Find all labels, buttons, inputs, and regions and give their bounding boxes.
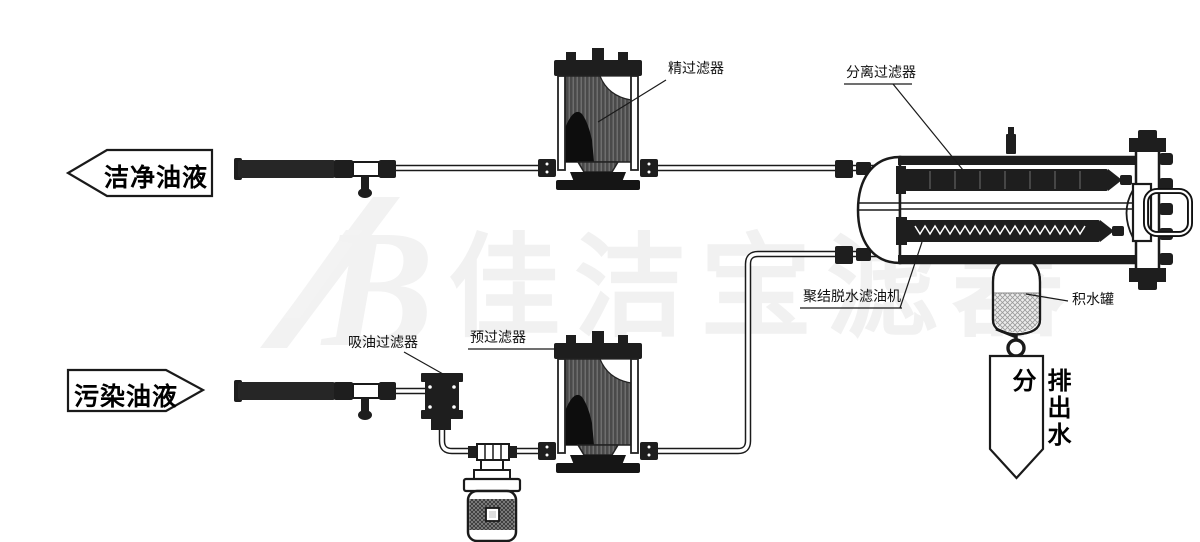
dirty-oil-flag-label: 污染油液 — [74, 384, 179, 411]
suction-filter — [421, 373, 463, 430]
clean-line-valve — [334, 160, 396, 198]
pump — [462, 443, 522, 542]
clean-oil-flag-label: 洁净油液 — [103, 165, 208, 192]
coalescer-label: 聚结脱水滤油机 — [803, 290, 901, 305]
pre-filter — [537, 330, 659, 474]
fine-filter-leader — [597, 79, 667, 123]
suction-filter-leader — [403, 351, 444, 375]
coalescer-vessel — [856, 127, 1193, 290]
drain-water-flag-shape — [988, 354, 1045, 480]
clean-oil-flag-shape — [65, 148, 214, 198]
clean-oil-hose — [238, 160, 336, 178]
coalescing-filter-element — [896, 217, 1124, 245]
fine-filter-label: 精过滤器 — [668, 62, 724, 77]
coalescer-leader — [899, 241, 923, 309]
water-tank-leader — [1025, 293, 1069, 302]
leader-lines — [403, 79, 1069, 375]
drain-water-flag-label: 排出水分 — [1008, 368, 1069, 449]
separation-filter-leader — [892, 83, 964, 171]
separation-filter-label: 分离过滤器 — [846, 66, 916, 81]
drain-valve-lever — [995, 327, 1017, 339]
watermark-logo-letter: B — [320, 196, 434, 382]
water-tank-label: 积水罐 — [1072, 293, 1114, 308]
inlet-line-union — [835, 246, 871, 264]
dirty-line-valve — [334, 382, 396, 420]
brand-watermark: B 佳洁宝滤器 — [260, 196, 1064, 382]
vessel-end-flange — [1125, 130, 1193, 290]
separation-filter-element — [896, 166, 1132, 194]
fine-filter — [537, 47, 659, 191]
pump-base-flange — [462, 477, 522, 493]
dirty-oil-flag-shape — [66, 368, 206, 413]
dirty-oil-hose — [238, 382, 336, 400]
collected-water — [994, 293, 1039, 333]
vent-plug — [1006, 134, 1016, 154]
pre-filter-label: 预过滤器 — [470, 331, 526, 346]
clean-line-union — [835, 160, 871, 178]
suction-filter-label: 吸油过滤器 — [348, 336, 418, 351]
